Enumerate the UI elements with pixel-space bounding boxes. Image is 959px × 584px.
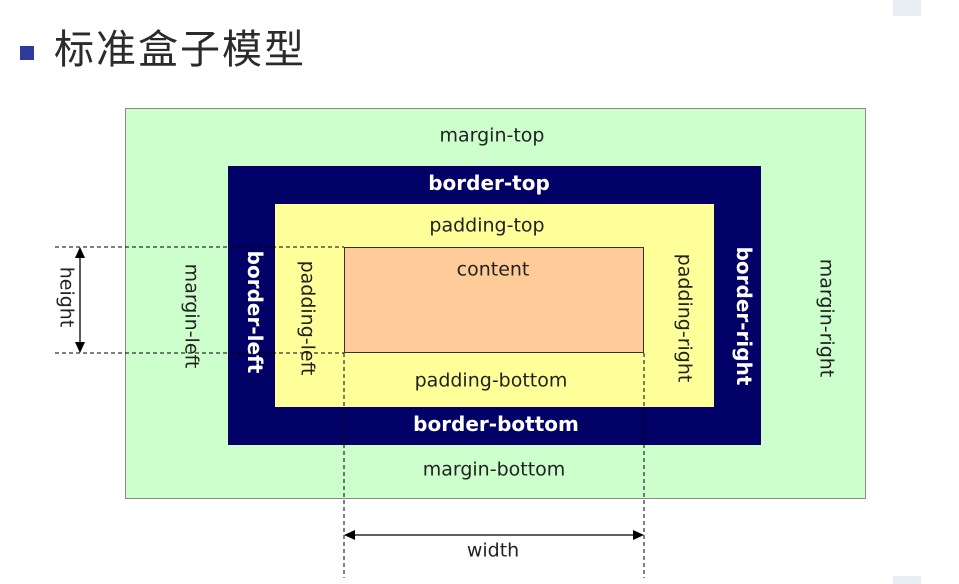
corner-decoration-top	[893, 0, 921, 16]
margin-bottom-label: margin-bottom	[422, 458, 566, 481]
title-text: 标准盒子模型	[54, 27, 306, 73]
corner-decoration-bottom	[893, 576, 921, 584]
padding-top-label: padding-top	[429, 214, 545, 237]
width-arrowhead-left	[344, 530, 355, 540]
page-title: 标准盒子模型	[20, 22, 306, 78]
margin-top-label: margin-top	[439, 124, 545, 147]
height-arrowhead-bottom	[75, 342, 85, 353]
border-bottom-label: border-bottom	[413, 412, 579, 436]
border-top-label: border-top	[428, 171, 550, 195]
content-label: content	[456, 258, 530, 281]
content-area	[344, 247, 644, 353]
margin-left-label: margin-left	[180, 263, 203, 369]
square-bullet-icon	[20, 46, 34, 60]
border-right-label: border-right	[732, 246, 756, 386]
width-arrowhead-right	[633, 530, 644, 540]
padding-bottom-label: padding-bottom	[414, 369, 568, 392]
padding-right-label: padding-right	[673, 253, 696, 383]
width-label: width	[466, 539, 520, 562]
height-arrowhead-top	[75, 247, 85, 258]
height-label: height	[55, 266, 78, 328]
padding-left-label: padding-left	[296, 260, 319, 376]
border-left-label: border-left	[243, 250, 267, 374]
margin-right-label: margin-right	[815, 258, 838, 378]
